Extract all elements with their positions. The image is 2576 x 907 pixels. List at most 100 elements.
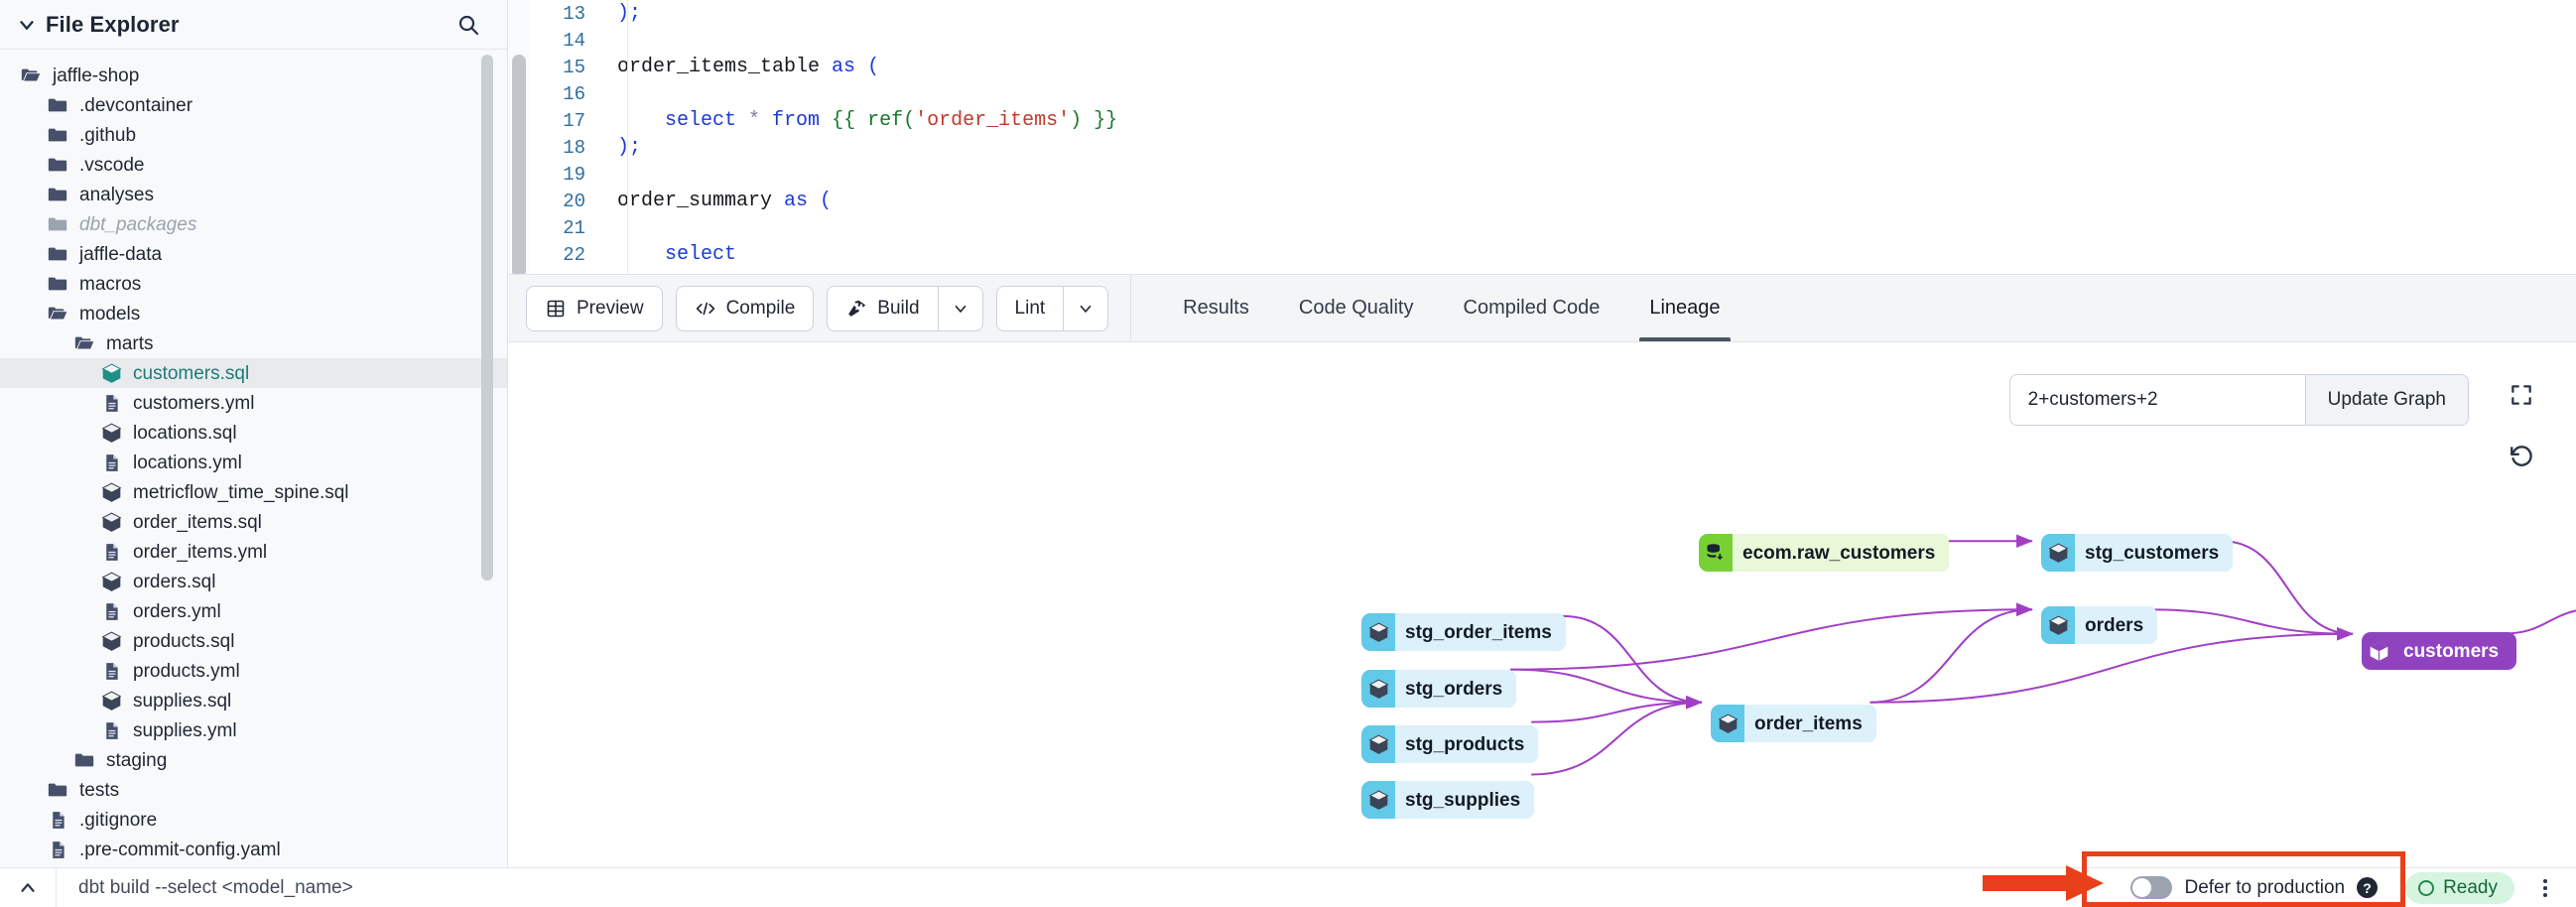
- defer-to-production-control[interactable]: Defer to production ?: [2113, 870, 2395, 906]
- status-badge[interactable]: Ready: [2405, 871, 2514, 904]
- lineage-edge: [1531, 696, 1703, 723]
- code-line: 18);: [530, 134, 2576, 161]
- tree-item-label: tests: [79, 779, 120, 801]
- tree-item-marts[interactable]: marts: [0, 328, 507, 358]
- tree-item-metricflow-time-spine-sql[interactable]: metricflow_time_spine.sql: [0, 477, 507, 507]
- tree-item-jaffle-data[interactable]: jaffle-data: [0, 239, 507, 269]
- tab-lineage[interactable]: Lineage: [1627, 275, 1741, 341]
- tree-item-label: .gitignore: [79, 809, 158, 831]
- tree-item-macros[interactable]: macros: [0, 269, 507, 299]
- lint-button[interactable]: Lint: [995, 285, 1064, 331]
- tab-compiled-code[interactable]: Compiled Code: [1463, 297, 1601, 319]
- lineage-node-label: customers: [2403, 640, 2500, 662]
- lineage-node-label: stg_orders: [1395, 670, 1517, 708]
- line-number: 21: [563, 216, 585, 239]
- lineage-node-stg-supplies[interactable]: stg_supplies: [1361, 781, 1535, 819]
- tree-item-label: supplies.yml: [133, 719, 237, 741]
- cube-icon: [98, 688, 124, 713]
- tree-item--pre-commit-config-yaml[interactable]: .pre-commit-config.yaml: [0, 835, 507, 864]
- tree-item-locations-yml[interactable]: locations.yml: [0, 448, 507, 477]
- toggle-knob: [2132, 878, 2152, 897]
- cube-icon: [2041, 606, 2075, 644]
- tree-item-order-items-yml[interactable]: order_items.yml: [0, 537, 507, 567]
- update-graph-button[interactable]: Update Graph: [2304, 374, 2469, 426]
- editor-scrollbar[interactable]: [508, 0, 530, 274]
- tab-results[interactable]: Results: [1183, 297, 1249, 319]
- tree-item-models[interactable]: models: [0, 299, 507, 328]
- tree-item-label: dbt_packages: [79, 213, 197, 235]
- tree-item--devcontainer[interactable]: .devcontainer: [0, 90, 507, 120]
- code-line: 19: [530, 161, 2576, 188]
- tree-item-orders-yml[interactable]: orders.yml: [0, 596, 507, 626]
- fullscreen-icon[interactable]: [2505, 378, 2538, 412]
- folder-open-icon: [45, 301, 70, 326]
- tree-item-label: supplies.sql: [133, 690, 232, 712]
- chevron-down-icon[interactable]: [14, 12, 40, 38]
- file-icon: [98, 539, 124, 565]
- tree-item-label: order_items.yml: [133, 541, 268, 563]
- line-number: 14: [563, 29, 585, 52]
- tree-item-analyses[interactable]: analyses: [0, 180, 507, 209]
- lint-dropdown-caret[interactable]: [1063, 285, 1109, 331]
- chevron-up-icon[interactable]: [0, 877, 56, 899]
- tree-item-staging[interactable]: staging: [0, 745, 507, 775]
- lineage-node-stg-order-items[interactable]: stg_order_items: [1361, 613, 1566, 651]
- tree-item-jaffle-shop[interactable]: jaffle-shop: [0, 61, 507, 90]
- lineage-node-order-items[interactable]: order_items: [1711, 705, 1876, 742]
- lineage-edge: [2500, 609, 2576, 635]
- lineage-node-stg-orders[interactable]: stg_orders: [1361, 670, 1517, 708]
- file-explorer-header: File Explorer: [0, 0, 507, 50]
- tree-item-products-yml[interactable]: products.yml: [0, 656, 507, 686]
- tree-item-label: customers.yml: [133, 392, 255, 414]
- lineage-node-orders[interactable]: orders: [2041, 606, 2158, 644]
- tab-code-quality[interactable]: Code Quality: [1298, 297, 1414, 319]
- graph-selector-input[interactable]: 2+customers+2: [2008, 374, 2305, 426]
- build-split-button: Build: [827, 285, 983, 331]
- tree-item-order-items-sql[interactable]: order_items.sql: [0, 507, 507, 537]
- sidebar-scrollbar-thumb[interactable]: [481, 55, 493, 581]
- tree-item-label: analyses: [79, 184, 154, 205]
- tree-item-label: customers.sql: [133, 362, 250, 384]
- defer-to-production-toggle[interactable]: [2130, 876, 2173, 899]
- build-dropdown-caret[interactable]: [937, 285, 983, 331]
- editor-scrollbar-thumb[interactable]: [512, 55, 526, 274]
- tree-item-customers-sql[interactable]: customers.sql: [0, 358, 507, 388]
- status-label: Ready: [2443, 876, 2498, 898]
- sidebar-scrollbar[interactable]: [481, 55, 493, 851]
- reset-arrow-icon[interactable]: [2505, 440, 2538, 473]
- question-mark-icon[interactable]: ?: [2357, 877, 2379, 898]
- lineage-node-customers-model[interactable]: customers: [2362, 632, 2517, 670]
- code-line: 16: [530, 80, 2576, 107]
- tree-item-products-sql[interactable]: products.sql: [0, 626, 507, 656]
- tree-item-tests[interactable]: tests: [0, 775, 507, 805]
- build-button[interactable]: Build: [827, 285, 938, 331]
- more-vertical-icon[interactable]: [2526, 869, 2564, 907]
- tree-item-orders-sql[interactable]: orders.sql: [0, 567, 507, 596]
- lineage-node-label: stg_order_items: [1395, 613, 1566, 651]
- tree-item--vscode[interactable]: .vscode: [0, 150, 507, 180]
- tree-item-supplies-sql[interactable]: supplies.sql: [0, 686, 507, 715]
- search-icon[interactable]: [451, 8, 485, 42]
- compile-button[interactable]: Compile: [675, 285, 815, 331]
- lineage-node-ecom-raw-customers[interactable]: ecom.raw_customers: [1699, 534, 1950, 572]
- lineage-node-stg-products[interactable]: stg_products: [1361, 725, 1539, 763]
- line-number: 20: [563, 190, 585, 212]
- tree-item--github[interactable]: .github: [0, 120, 507, 150]
- lineage-panel: 2+customers+2 Update Graph: [508, 342, 2576, 867]
- tree-item-customers-yml[interactable]: customers.yml: [0, 388, 507, 418]
- tree-item-dbt-packages[interactable]: dbt_packages: [0, 209, 507, 239]
- status-bar: dbt build --select <model_name> Defer to…: [0, 867, 2576, 907]
- lineage-node-stg-customers[interactable]: stg_customers: [2041, 534, 2234, 572]
- preview-button[interactable]: Preview: [526, 285, 663, 331]
- tree-item--gitignore[interactable]: .gitignore: [0, 805, 507, 835]
- cube-icon: [1361, 670, 1395, 708]
- file-icon: [98, 717, 124, 743]
- command-input[interactable]: dbt build --select <model_name>: [56, 868, 2113, 907]
- tree-item-locations-sql[interactable]: locations.sql: [0, 418, 507, 448]
- cube-icon: [98, 360, 124, 386]
- build-label: Build: [877, 297, 920, 319]
- tree-item-supplies-yml[interactable]: supplies.yml: [0, 715, 507, 745]
